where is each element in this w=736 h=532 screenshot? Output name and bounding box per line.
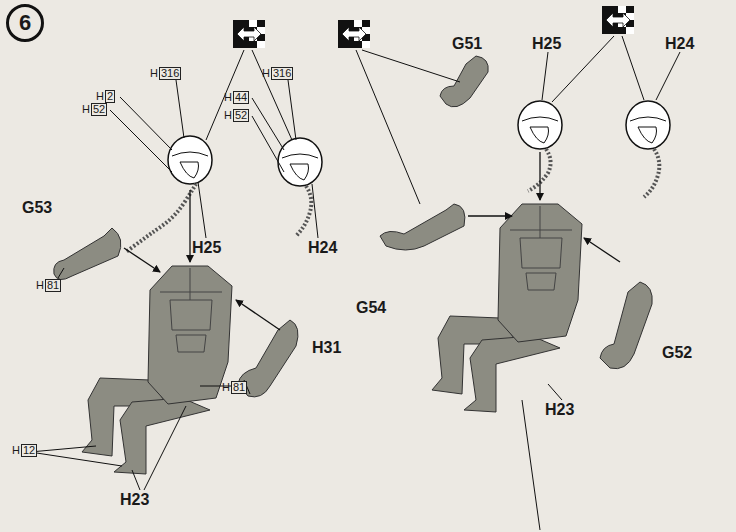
part-number: H24 <box>665 36 694 52</box>
part-number: H25 <box>192 240 221 256</box>
paint-code: 12 <box>21 444 37 457</box>
paint-prefix: H <box>224 110 232 121</box>
step-circle: 6 <box>6 4 44 42</box>
paint-code: 81 <box>45 279 61 292</box>
part-number: G54 <box>356 300 386 316</box>
paint-prefix: H <box>224 92 232 103</box>
step-number: 6 <box>19 10 31 36</box>
paint-prefix: H <box>96 91 104 102</box>
part-number: H24 <box>308 240 337 256</box>
part-number: H23 <box>120 492 149 508</box>
paint-prefix: H <box>82 104 90 115</box>
part-number: G51 <box>452 36 482 52</box>
paint-code: 2 <box>105 90 115 103</box>
paint-code: 52 <box>233 109 249 122</box>
paint-prefix: H <box>222 382 230 393</box>
part-number: H25 <box>532 36 561 52</box>
paint-code: 52 <box>91 103 107 116</box>
part-number: H23 <box>545 402 574 418</box>
paint-prefix: H <box>36 280 44 291</box>
paint-code: 316 <box>271 67 293 80</box>
paint-code: 44 <box>233 91 249 104</box>
paint-prefix: H <box>12 445 20 456</box>
paint-code: 81 <box>231 381 247 394</box>
paint-prefix: H <box>262 68 270 79</box>
part-number: G53 <box>22 200 52 216</box>
part-number: G52 <box>662 345 692 361</box>
part-number: H31 <box>312 340 341 356</box>
paint-prefix: H <box>150 68 158 79</box>
paint-code: 316 <box>159 67 181 80</box>
